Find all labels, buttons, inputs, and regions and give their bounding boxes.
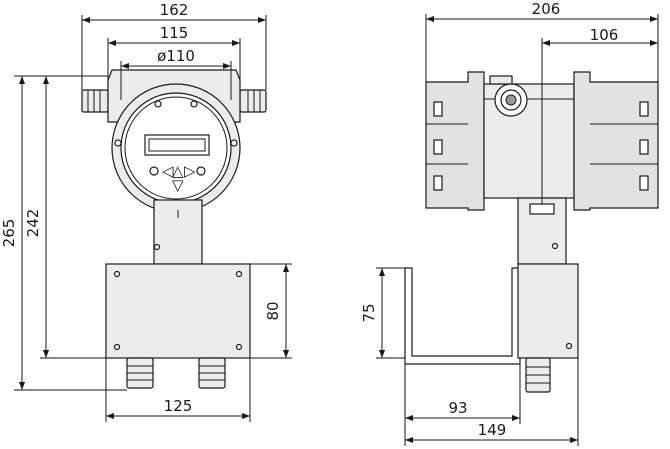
- cover-screw-icon: [190, 100, 198, 108]
- front-right-cable-gland: [239, 89, 267, 113]
- dim-depth-partial: 106: [590, 26, 619, 44]
- dim-bracket-height: 75: [360, 303, 378, 322]
- front-cover-inner: [124, 96, 228, 200]
- dim-diameter-cover: ø110: [157, 47, 195, 65]
- front-dimensions: 162 115 ø110 265 242 80: [0, 1, 292, 422]
- dim-bracket-depth: 93: [448, 399, 467, 417]
- front-neck-screw-icon: [153, 243, 161, 251]
- front-keypad: ◁ △ ▷ ▽: [149, 162, 206, 194]
- side-u-bracket: [404, 267, 521, 365]
- dim-box-height: 80: [264, 301, 282, 320]
- box-screw-icon: [113, 343, 121, 351]
- front-bottom-gland-right: [198, 357, 226, 389]
- box-screw-icon: [113, 270, 121, 278]
- side-bottom-gland: [525, 357, 551, 393]
- cover-screw-icon: [114, 139, 122, 147]
- side-cable-gland-icon: [489, 75, 528, 117]
- dim-height-to-box: 242: [24, 209, 42, 238]
- side-neck-screw-icon: [551, 242, 559, 250]
- cover-screw-icon: [154, 100, 162, 108]
- dim-box-width: 125: [164, 397, 193, 415]
- dim-depth-overall: 206: [532, 0, 561, 18]
- front-view: ◁ △ ▷ ▽: [81, 69, 267, 389]
- dim-height-overall: 265: [0, 219, 18, 248]
- keypad-right-icon: ▷: [184, 162, 196, 180]
- front-display-window: [148, 138, 206, 152]
- box-screw-icon: [235, 343, 243, 351]
- dim-width-overall: 162: [160, 1, 189, 19]
- keypad-up-icon: △: [172, 162, 184, 180]
- front-display: [144, 134, 210, 156]
- front-left-cable-gland: [81, 89, 109, 113]
- cover-screw-icon: [230, 139, 238, 147]
- front-bottom-gland-left: [126, 357, 154, 389]
- side-view: [404, 71, 659, 393]
- front-junction-box: [105, 263, 251, 359]
- box-screw-icon: [235, 270, 243, 278]
- front-mounting-neck: [153, 199, 203, 265]
- side-box-screw-icon: [565, 342, 573, 350]
- dim-bracket-overall: 149: [478, 421, 507, 439]
- keypad-down-icon: ▽: [172, 176, 184, 194]
- side-right-cap: [573, 71, 659, 211]
- keypad-button-icon: [149, 166, 159, 176]
- dim-width-housing: 115: [160, 24, 189, 42]
- keypad-left-icon: ◁: [162, 162, 174, 180]
- keypad-button-icon: [196, 166, 206, 176]
- side-dimensions: 206 106 75 93 149: [360, 0, 659, 446]
